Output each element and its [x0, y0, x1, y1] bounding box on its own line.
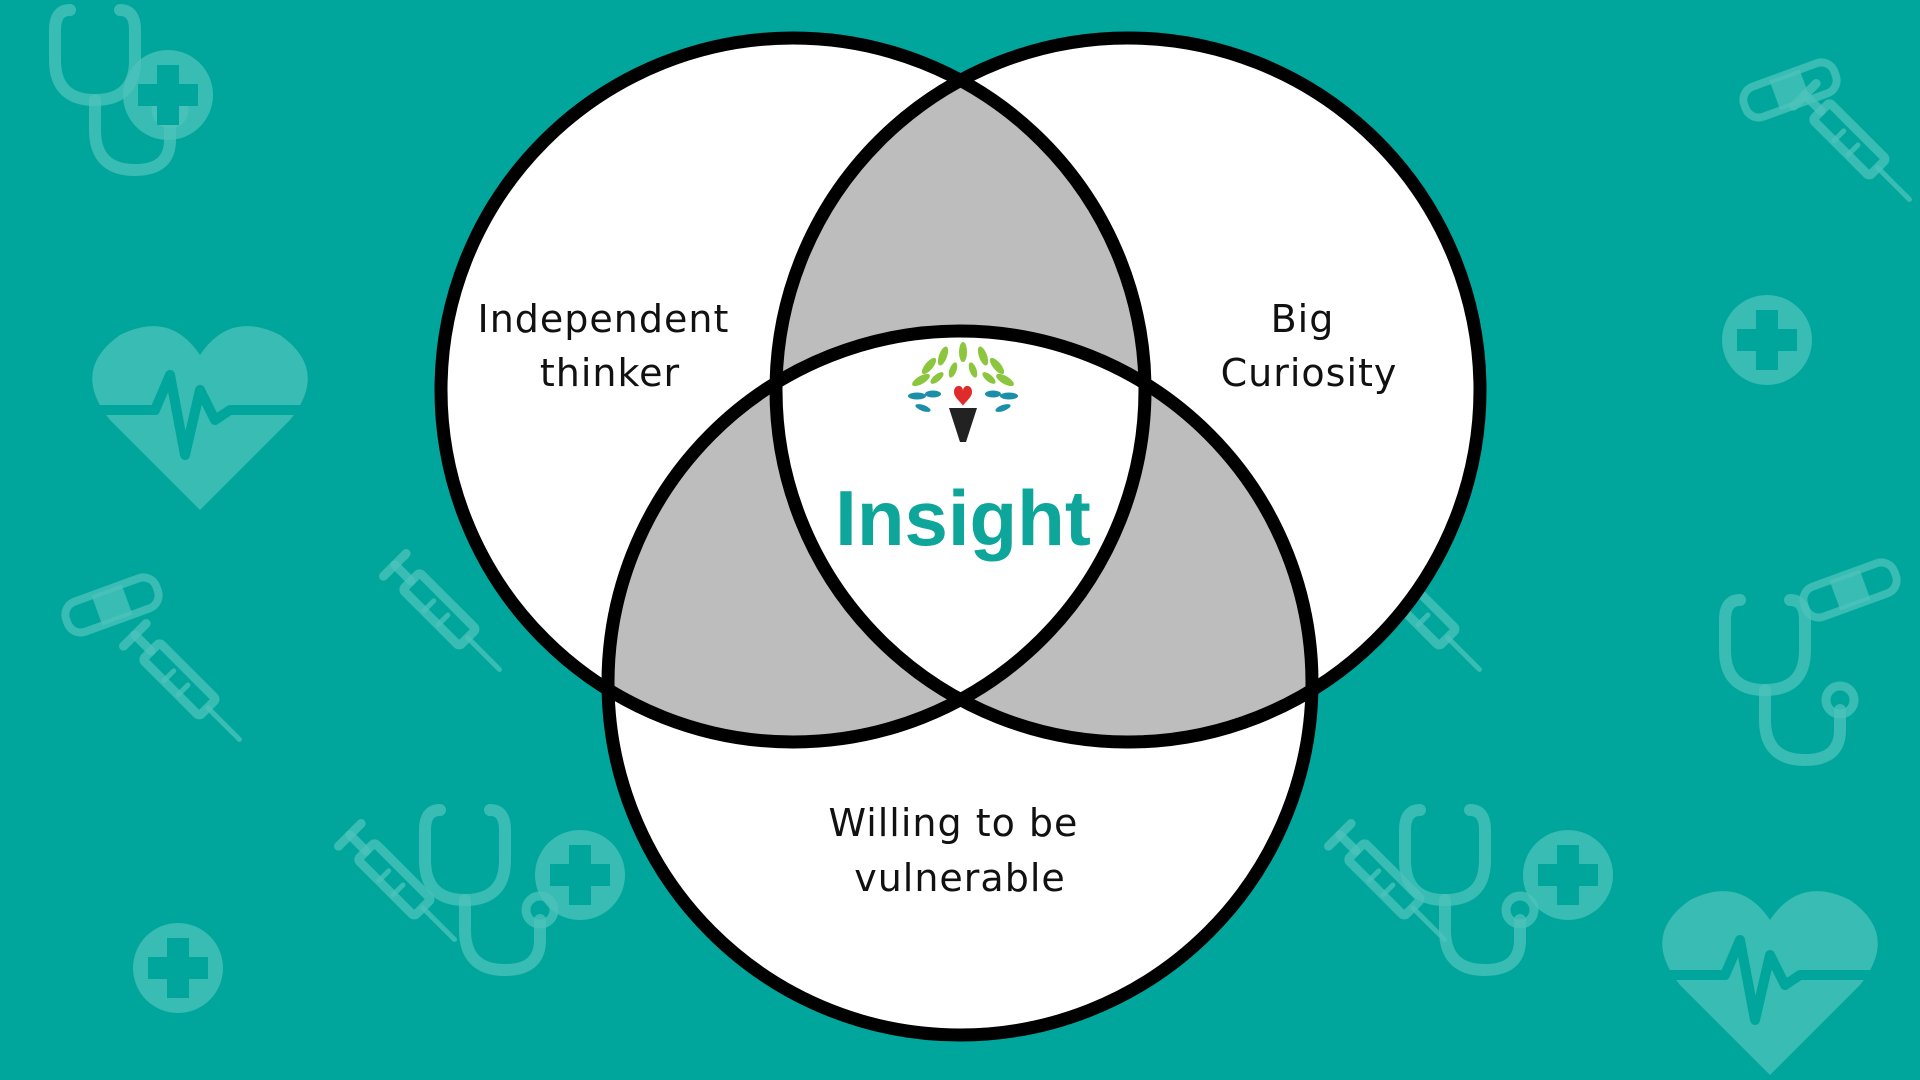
syringe-icon	[1794, 84, 1920, 211]
label-left-line2: thinker	[540, 351, 680, 395]
stethoscope-icon	[425, 810, 554, 970]
label-right-line1: Big	[1271, 297, 1335, 341]
bandage-icon	[1799, 559, 1900, 622]
center-label: Insight	[835, 474, 1091, 562]
medical-cross-icon	[535, 830, 625, 920]
label-left-line1: Independent	[478, 297, 730, 341]
stethoscope-icon	[1405, 810, 1534, 970]
medical-cross-icon	[1722, 295, 1812, 385]
label-right-line2: Curiosity	[1221, 351, 1398, 395]
heartbeat-icon	[90, 326, 310, 510]
label-bottom: Willing to be vulnerable	[828, 801, 1091, 900]
torch-tree-logo	[908, 342, 1018, 442]
label-bottom-line1: Willing to be	[828, 801, 1078, 845]
label-left: Independent thinker	[478, 297, 743, 395]
label-right: Big Curiosity	[1221, 297, 1398, 395]
medical-cross-icon	[123, 50, 213, 140]
syringe-icon	[1329, 824, 1456, 951]
syringe-icon	[339, 824, 466, 951]
circle-bottom-outline	[601, 324, 1319, 1042]
heartbeat-icon	[1660, 891, 1880, 1075]
medical-cross-icon	[1523, 830, 1613, 920]
medical-cross-icon	[133, 923, 223, 1013]
venn-diagram: Independent thinker Big Curiosity Willin…	[434, 31, 1487, 1042]
stethoscope-icon	[1725, 600, 1854, 760]
label-bottom-line2: vulnerable	[854, 856, 1066, 900]
syringe-icon	[124, 624, 251, 751]
